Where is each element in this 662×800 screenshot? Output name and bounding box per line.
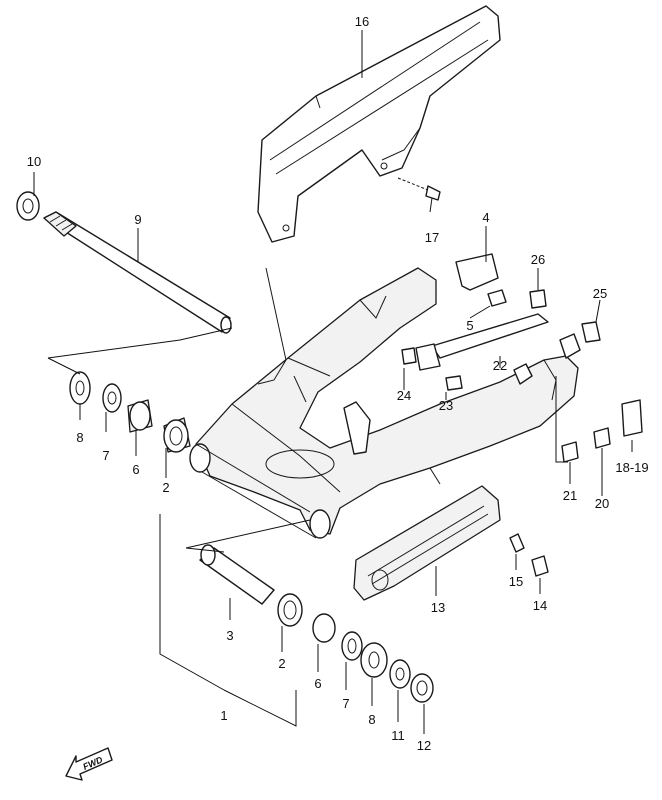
callout-8-right: 8 [368,712,375,727]
callout-26: 26 [531,252,545,267]
right-pivot-parts [199,544,434,703]
callout-15: 15 [509,574,523,589]
callout-1: 1 [220,708,227,723]
callout-10: 10 [27,154,41,169]
callout-7-left: 7 [102,448,109,463]
callout-2-right: 2 [278,656,285,671]
callout-4: 4 [482,210,489,225]
swing-arm [189,267,581,539]
callout-3: 3 [226,628,233,643]
chain-case-bolt [397,177,441,213]
callout-21: 21 [563,488,577,503]
callout-6-left: 6 [132,462,139,477]
right-small-parts [561,399,643,463]
callout-25: 25 [593,286,607,301]
callout-8-left: 8 [76,430,83,445]
callout-6-right: 6 [314,676,321,691]
callout-22: 22 [493,358,507,373]
callout-12: 12 [417,738,431,753]
callout-5: 5 [466,318,473,333]
swing-arm-pivot-shaft [43,211,232,334]
chain-buffer [353,485,549,601]
left-pivot-parts [69,371,191,453]
callout-16: 16 [355,14,369,29]
callout-9: 9 [134,212,141,227]
callout-18-19: 18-19 [615,460,648,475]
forward-arrow-icon: FWD [65,747,113,781]
callout-labels: 16 10 9 17 4 26 25 5 22 24 23 8 7 6 2 18… [27,14,649,753]
callout-17: 17 [425,230,439,245]
callout-23: 23 [439,398,453,413]
callout-20: 20 [595,496,609,511]
chain-case [257,5,501,243]
callout-24: 24 [397,388,411,403]
callout-11: 11 [391,728,405,743]
callout-7-right: 7 [342,696,349,711]
callout-2-left: 2 [162,480,169,495]
callout-14: 14 [533,598,547,613]
leader-lines [33,30,633,734]
callout-13: 13 [431,600,445,615]
pivot-nut [16,191,40,221]
fwd-label: FWD [81,754,104,772]
torque-link [401,253,601,391]
